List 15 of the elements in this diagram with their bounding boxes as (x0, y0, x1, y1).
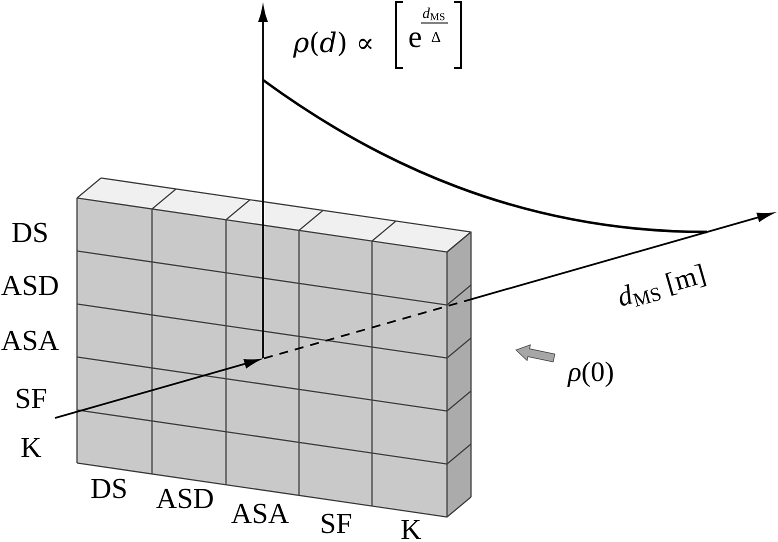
column-label: SF (322, 514, 352, 534)
column-label: DS (91, 478, 126, 498)
formula-text: d$_{MS}$ (422, 8, 444, 20)
row-label: K (21, 438, 42, 457)
formula-text: Δ (432, 32, 440, 42)
column-label: ASA (231, 504, 289, 524)
formula-text: e (409, 32, 421, 48)
column-label: K (401, 520, 422, 539)
row-label: DS (12, 222, 47, 242)
arrow-label: ρ(0) (567, 362, 613, 387)
row-label: ASD (1, 276, 58, 296)
formula-text: ρ(d) ∝ (292, 32, 372, 58)
column-label: ASD (156, 488, 213, 508)
row-label: SF (16, 388, 46, 408)
row-label: ASA (1, 330, 59, 350)
